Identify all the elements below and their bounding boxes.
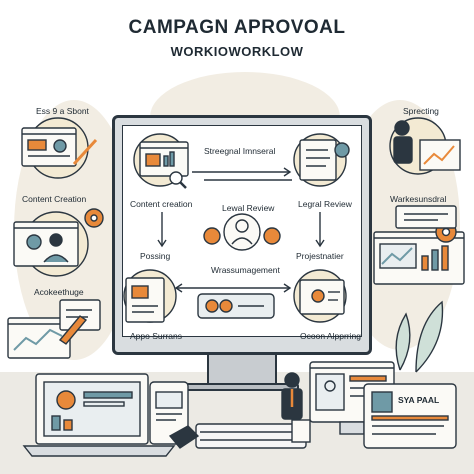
- review-doc-icon: [299, 139, 337, 181]
- label-top-left: Ess 9 a Sbont: [36, 106, 89, 116]
- label-workes: Warkesunsdral: [390, 194, 447, 204]
- label-content-creation: Content Creation: [22, 194, 87, 204]
- management-bar-icon: [197, 293, 275, 319]
- presenter-icon: [394, 120, 410, 136]
- laptop-base-icon: [22, 445, 176, 457]
- page-title: CAMPAGN APROVOAL: [128, 17, 346, 38]
- reviewer-avatar-icon: [235, 219, 249, 233]
- posting-doc-icon: [125, 277, 165, 323]
- pencil-icon: [72, 138, 98, 166]
- document-window-icon: [59, 299, 101, 331]
- screen-label-wrasse: Wrassumagement: [211, 265, 280, 275]
- label-bottom-right: Ocoon Alpprring: [300, 331, 361, 341]
- screen-label-legal-right: Legral Review: [298, 199, 352, 209]
- hand-icon: [168, 425, 200, 449]
- screen-label-legal-mid: Lewal Review: [222, 203, 275, 213]
- label-acknowledge: Acokeethuge: [34, 287, 84, 297]
- screen-label-project: Projestnatier: [296, 251, 344, 261]
- page-subtitle: WORKIOWORKLOW: [170, 44, 304, 59]
- presentation-board-icon: [419, 139, 461, 171]
- screen-label-possing: Possing: [140, 251, 171, 261]
- approval-gear-icon: [203, 227, 221, 245]
- person-window-icon: [13, 221, 79, 267]
- plant-leaf-icon: [415, 300, 444, 373]
- screen-label-top: Streegnal Imnseral: [204, 146, 276, 156]
- label-top-right: Sprecting: [403, 106, 439, 116]
- label-bottom-left: Appo Surrans: [130, 331, 182, 341]
- screen-label-content: Content creation: [130, 199, 193, 209]
- keyboard-icon: [195, 423, 307, 449]
- tablet-text: SYA PAAL: [398, 395, 440, 405]
- magnifier-icon: [169, 171, 183, 185]
- monitor-stand: [207, 355, 277, 385]
- businessman-icon: [284, 372, 300, 388]
